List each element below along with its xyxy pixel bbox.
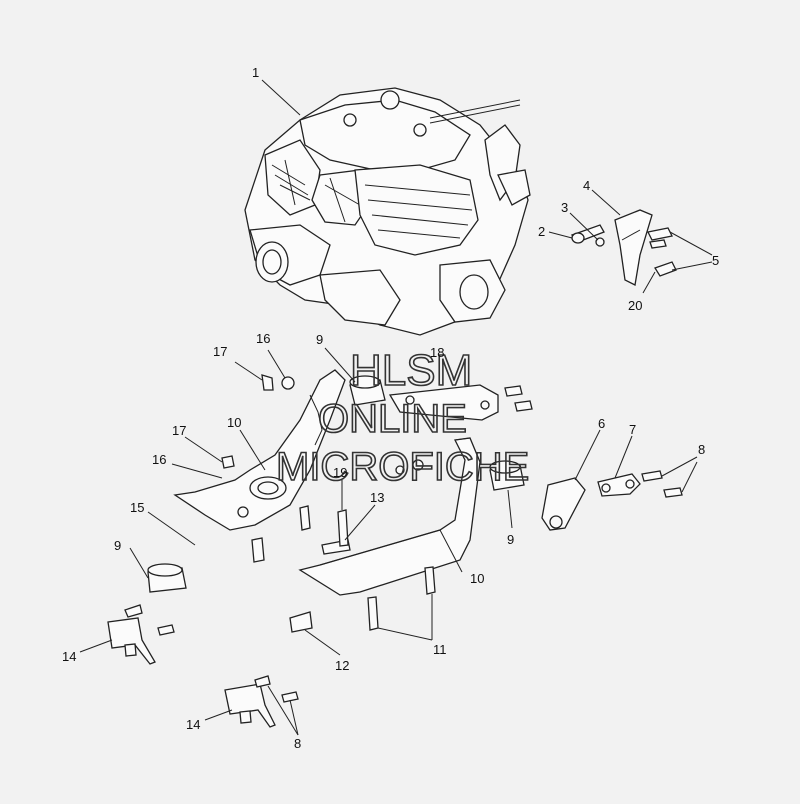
callout-11: 11	[433, 642, 447, 657]
callout-20: 20	[628, 298, 642, 313]
callout-labels: 1 2 3 4 5 20 17 16 9 18 10 17 16 19 13 6…	[62, 65, 719, 751]
callout-9-left: 9	[114, 538, 121, 553]
callout-14-lower: 14	[186, 717, 200, 732]
callout-5: 5	[712, 253, 719, 268]
right-engine-mount-bracket	[298, 437, 481, 631]
watermark-line1: HLSM	[350, 346, 472, 395]
callout-13: 13	[370, 490, 384, 505]
callout-3: 3	[561, 200, 568, 215]
watermark: HLSM ONLINE MICROFICHE	[275, 345, 530, 490]
callout-2: 2	[538, 224, 545, 239]
callout-18: 18	[430, 345, 444, 360]
watermark-line2: ONLINE	[318, 397, 467, 441]
callout-7: 7	[629, 422, 636, 437]
callout-6: 6	[598, 416, 605, 431]
callout-8-bottom: 8	[294, 736, 301, 751]
callout-9-upper: 9	[316, 332, 323, 347]
callout-17-lower: 17	[172, 423, 186, 438]
torque-links	[541, 470, 683, 531]
callout-15: 15	[130, 500, 144, 515]
left-engine-mount-bracket	[173, 369, 346, 563]
callout-19: 19	[333, 465, 347, 480]
rubber-mounts	[147, 375, 525, 633]
watermark-line3: MICROFICHE	[276, 445, 529, 489]
callout-1: 1	[252, 65, 259, 80]
front-mount-bracket-parts	[570, 209, 677, 286]
engine-assembly	[244, 87, 531, 336]
callout-9-right: 9	[507, 532, 514, 547]
callout-10-right: 10	[470, 571, 484, 586]
callout-16-upper: 16	[256, 331, 270, 346]
callout-12: 12	[335, 658, 349, 673]
callout-4: 4	[583, 178, 590, 193]
callout-10-left: 10	[227, 415, 241, 430]
callout-14-upper: 14	[62, 649, 76, 664]
callout-16-lower: 16	[152, 452, 166, 467]
bracket-plate-18	[388, 384, 533, 421]
callout-17-upper: 17	[213, 344, 227, 359]
mount-plates-14	[107, 604, 299, 728]
leader-lines	[79, 79, 713, 736]
callout-8-right: 8	[698, 442, 705, 457]
